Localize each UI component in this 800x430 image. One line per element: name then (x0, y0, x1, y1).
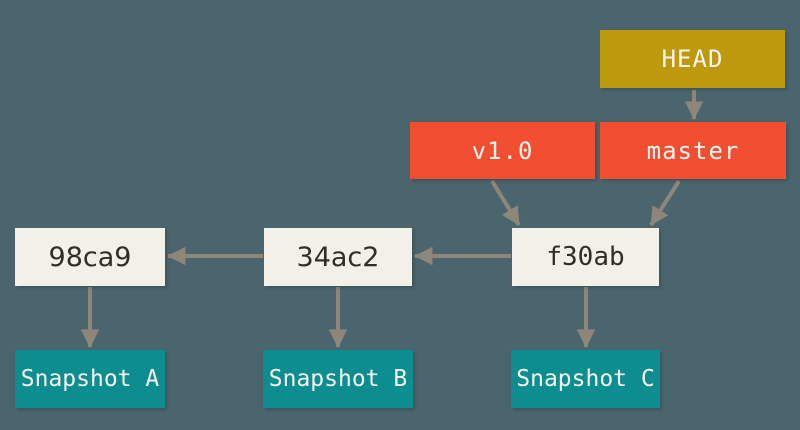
commit-98ca9-label: 98ca9 (48, 241, 132, 273)
snapshot-c-box: Snapshot C (511, 350, 660, 408)
snapshot-a-box: Snapshot A (15, 350, 165, 408)
snapshot-c-label: Snapshot C (516, 366, 655, 392)
master-branch-box: master (600, 122, 786, 179)
commit-f30ab-box: f30ab (512, 228, 659, 286)
commit-34ac2-box: 34ac2 (264, 228, 412, 286)
master-branch-label: master (646, 136, 740, 165)
commit-f30ab-label: f30ab (546, 242, 625, 272)
v1.0-tag-label: v1.0 (471, 136, 534, 165)
commit-34ac2-label: 34ac2 (296, 241, 380, 273)
snapshot-a-label: Snapshot A (20, 366, 160, 392)
snapshot-b-box: Snapshot B (263, 350, 413, 408)
head-pointer-box: HEAD (600, 30, 785, 88)
v1.0-tag-box: v1.0 (410, 122, 595, 179)
snapshot-b-label: Snapshot B (268, 366, 408, 392)
commit-98ca9-box: 98ca9 (15, 228, 165, 286)
arrow-v1.0-to-f30ab (490, 179, 521, 227)
head-pointer-label: HEAD (661, 45, 724, 73)
arrow-master-to-f30ab (649, 179, 681, 227)
